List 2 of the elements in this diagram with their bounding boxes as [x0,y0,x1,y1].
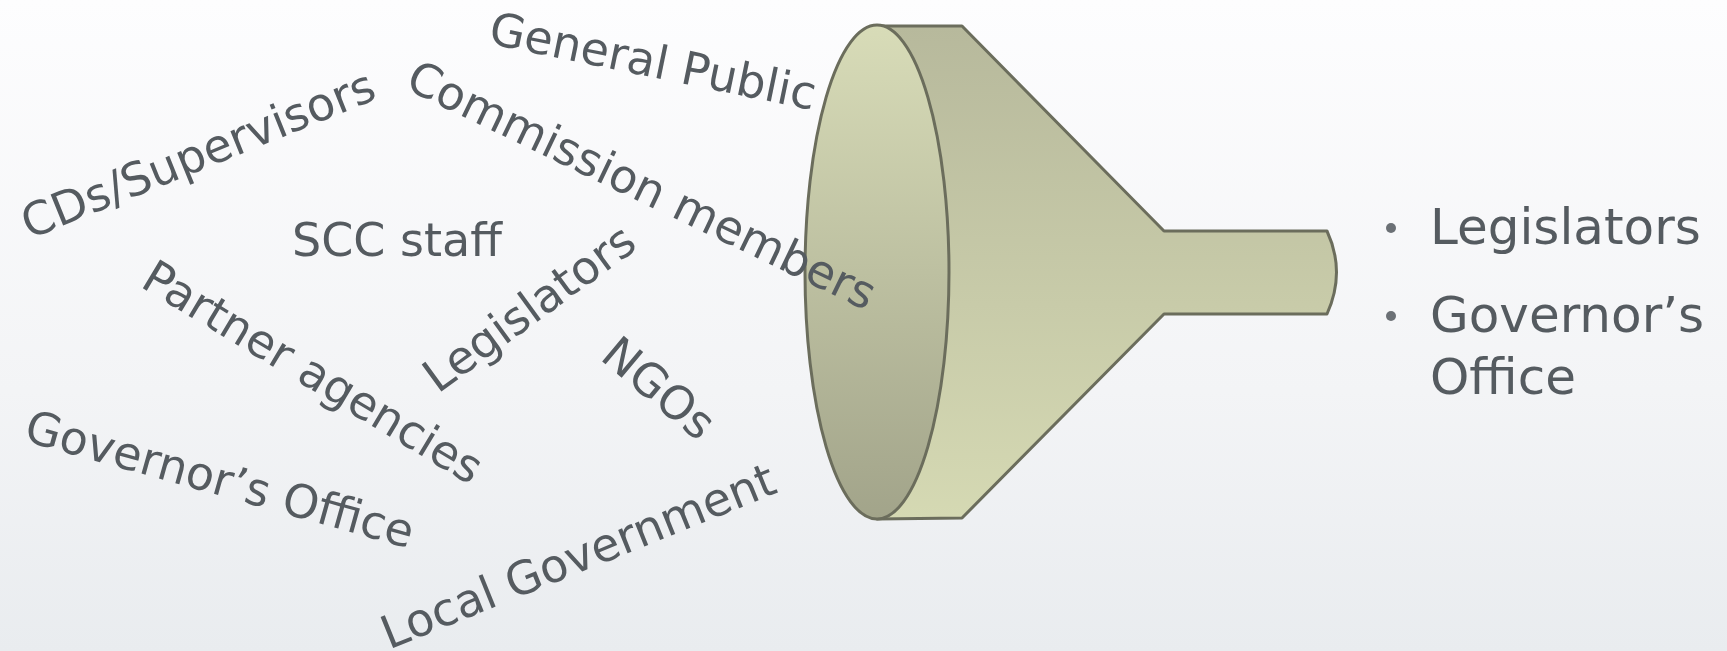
list-item-text: Legislators [1430,198,1701,256]
list-item-text: Governor’s Office [1430,286,1705,406]
